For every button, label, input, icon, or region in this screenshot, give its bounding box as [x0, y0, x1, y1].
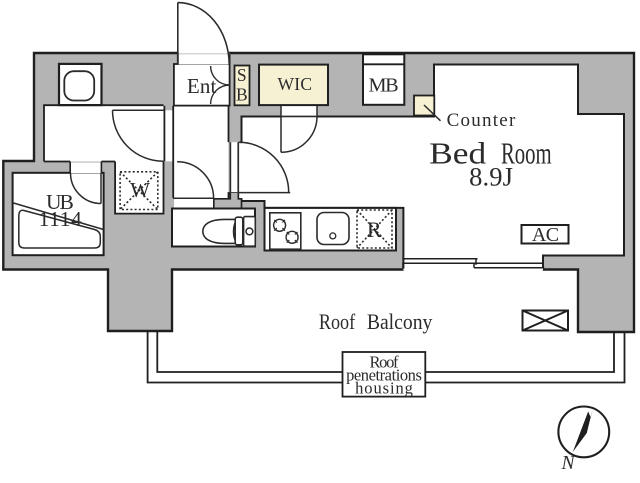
svg-text:penetrations: penetrations — [346, 366, 422, 385]
svg-text:1114: 1114 — [39, 207, 82, 231]
svg-text:Room: Room — [501, 135, 552, 170]
svg-text:N: N — [560, 453, 575, 474]
svg-text:Ent: Ent — [187, 74, 217, 98]
svg-text:R: R — [367, 217, 382, 242]
svg-text:Bed: Bed — [429, 135, 487, 170]
svg-text:housing: housing — [355, 379, 413, 398]
svg-text:MB: MB — [369, 75, 399, 97]
svg-text:8.9J: 8.9J — [469, 162, 513, 192]
svg-text:WIC: WIC — [278, 74, 313, 94]
svg-text:Balcony: Balcony — [367, 310, 433, 334]
svg-text:Roof: Roof — [319, 310, 356, 334]
svg-text:B: B — [236, 85, 248, 105]
svg-text:W: W — [130, 178, 150, 202]
svg-text:Roof: Roof — [370, 353, 400, 372]
svg-text:S: S — [237, 65, 247, 85]
svg-text:Counter: Counter — [447, 110, 516, 131]
svg-text:AC: AC — [532, 224, 559, 246]
svg-text:UB: UB — [46, 190, 74, 214]
